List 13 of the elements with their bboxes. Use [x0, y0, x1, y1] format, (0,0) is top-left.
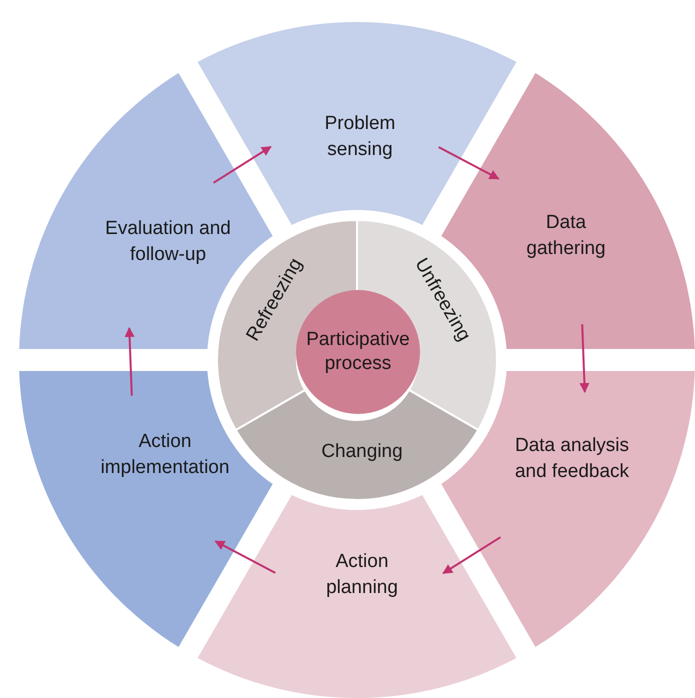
- step-label: Evaluation and follow-up: [98, 216, 238, 268]
- step-label: Action planning: [307, 549, 417, 601]
- arrow: [212, 146, 272, 184]
- step-label: Data gathering: [506, 210, 626, 262]
- arrow: [214, 540, 276, 574]
- arrow: [438, 146, 500, 180]
- step-label: Problem sensing: [295, 111, 425, 163]
- arrow: [442, 536, 502, 574]
- arrow: [124, 327, 135, 396]
- step-label: Data analysis and feedback: [497, 433, 647, 485]
- phase-label: Changing: [302, 440, 422, 464]
- arrow: [579, 324, 590, 393]
- step-label: Action implementation: [85, 429, 245, 481]
